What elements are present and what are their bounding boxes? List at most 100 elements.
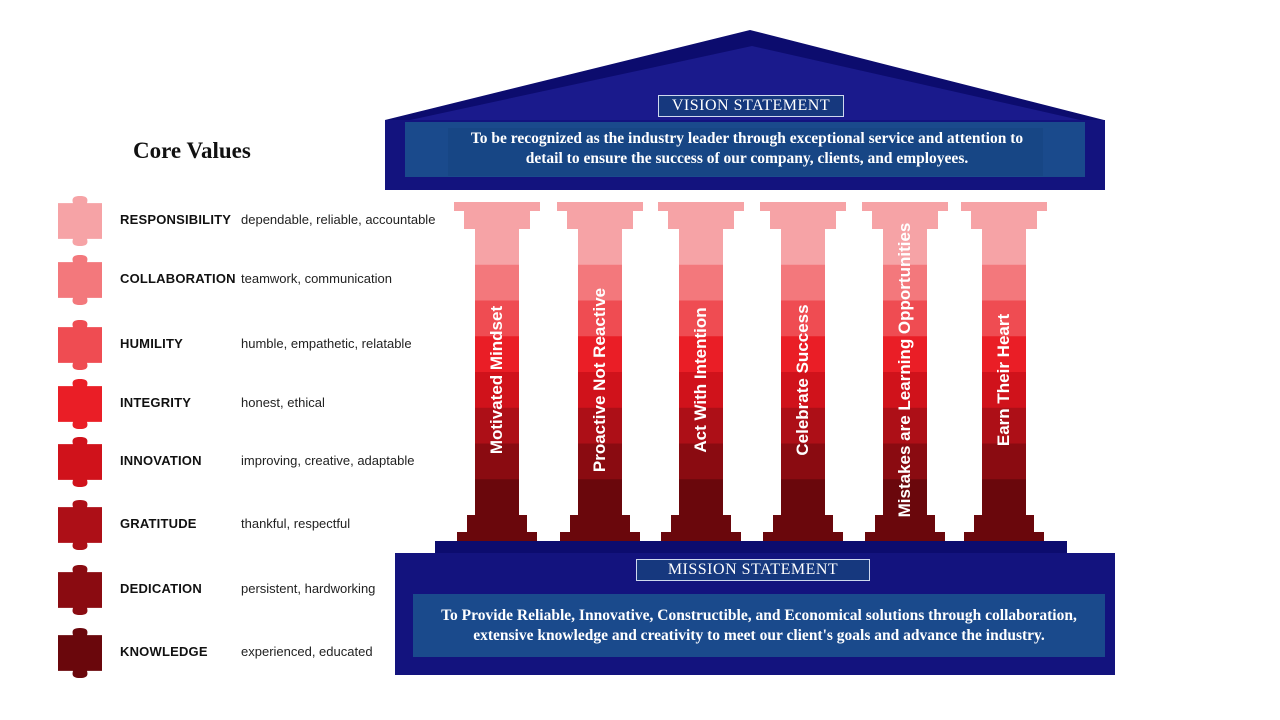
pillar-shaft-band: [982, 300, 1026, 337]
pillar-capital-neck: [464, 211, 530, 229]
pillar-shaft-band: [781, 229, 825, 266]
core-value-description: honest, ethical: [241, 395, 325, 410]
mission-panel: [413, 594, 1105, 657]
pillar-plinth: [865, 532, 945, 541]
pillar-base: [570, 515, 630, 532]
pillar-shaft-band: [883, 336, 927, 373]
core-value-name: INTEGRITY: [120, 395, 192, 410]
pillar-capital-neck: [567, 211, 633, 229]
pillar-shaft-band: [781, 479, 825, 516]
pillar-shaft-band: [578, 336, 622, 373]
pillar-shaft-band: [679, 479, 723, 516]
core-value-name: DEDICATION: [120, 581, 202, 596]
puzzle-piece-icon: [58, 500, 102, 550]
pillar-base: [773, 515, 833, 532]
pillar-shaft-band: [781, 264, 825, 301]
core-value-name: INNOVATION: [120, 453, 202, 468]
pillar-shaft-band: [883, 372, 927, 409]
core-value-name: COLLABORATION: [120, 271, 236, 286]
pillar-shaft-band: [883, 229, 927, 266]
pillar-label: Motivated Mindset: [487, 305, 506, 455]
pillar-shaft-band: [578, 479, 622, 516]
puzzle-piece-icon: [58, 565, 102, 615]
pillar-shaft-band: [475, 264, 519, 301]
pillar-shaft-band: [578, 300, 622, 337]
pillar-shaft-band: [982, 229, 1026, 266]
pillars: [454, 202, 1047, 541]
pillar-shaft-band: [475, 407, 519, 444]
pillar-capital-neck: [971, 211, 1037, 229]
pillar-shaft-band: [781, 336, 825, 373]
pillar-shaft-band: [982, 336, 1026, 373]
pillar-shaft-band: [475, 443, 519, 480]
pillar-shaft-band: [982, 479, 1026, 516]
pillar-capital: [961, 202, 1047, 211]
pillar-capital-neck: [872, 211, 938, 229]
pillar-plinth: [763, 532, 843, 541]
pillar-shaft-band: [781, 300, 825, 337]
core-value-name: KNOWLEDGE: [120, 644, 208, 659]
core-value-row: KNOWLEDGE experienced, educated: [58, 628, 458, 680]
vision-text-panel: [448, 128, 1043, 176]
pillar-plinth: [964, 532, 1044, 541]
pillar-capital-neck: [668, 211, 734, 229]
puzzle-piece-icon: [58, 196, 102, 246]
core-value-description: dependable, reliable, accountable: [241, 212, 436, 227]
pillar-shaft-band: [781, 407, 825, 444]
pillar-label: Earn Their Heart: [994, 313, 1013, 447]
pillar-label: Mistakes are Learning Opportunities: [895, 222, 914, 518]
vision-statement-text: To be recognized as the industry leader …: [470, 130, 1024, 167]
pillar-shaft-band: [475, 372, 519, 409]
pillar-shaft-band: [679, 407, 723, 444]
mission-statement-label: MISSION STATEMENT: [636, 559, 870, 581]
puzzle-piece-icon: [58, 379, 102, 429]
core-value-description: thankful, respectful: [241, 516, 351, 531]
pillar-shaft-band: [679, 229, 723, 266]
core-value-name: RESPONSIBILITY: [120, 212, 232, 227]
pillar-shaft-band: [475, 229, 519, 266]
pillar-shaft-band: [781, 443, 825, 480]
pillar-label: Act With Intention: [691, 307, 710, 453]
core-value-row: COLLABORATION teamwork, communication: [58, 255, 458, 307]
pillar-plinth: [560, 532, 640, 541]
core-value-row: INNOVATION improving, creative, adaptable: [58, 437, 458, 489]
core-value-description: humble, empathetic, relatable: [241, 336, 412, 351]
pillar-shaft-band: [679, 443, 723, 480]
core-value-row: HUMILITY humble, empathetic, relatable: [58, 320, 458, 372]
core-value-description: improving, creative, adaptable: [241, 453, 415, 468]
pillar-shaft-band: [982, 264, 1026, 301]
core-value-name: HUMILITY: [120, 336, 183, 351]
pillar-shaft-band: [982, 407, 1026, 444]
pillar-shaft-band: [679, 336, 723, 373]
core-value-description: teamwork, communication: [241, 271, 392, 286]
core-value-description: experienced, educated: [241, 644, 373, 659]
pillar-shaft-band: [883, 443, 927, 480]
pillar-base: [671, 515, 731, 532]
pillar-shaft-band: [679, 300, 723, 337]
pillar-shaft-band: [578, 264, 622, 301]
core-values-title: Core Values: [133, 138, 251, 163]
pillar-shaft-band: [883, 407, 927, 444]
puzzle-piece-icon: [58, 255, 102, 305]
pillar-shaft-band: [883, 479, 927, 516]
pillar-shaft-band: [679, 264, 723, 301]
vision-statement-label: VISION STATEMENT: [658, 95, 844, 117]
mission-statement-text: To Provide Reliable, Innovative, Constru…: [441, 607, 1077, 644]
pillar-plinth: [457, 532, 537, 541]
pillar-shaft-band: [578, 229, 622, 266]
pillar-shaft-band: [578, 443, 622, 480]
pillar-plinth: [661, 532, 741, 541]
pillar-label: Proactive Not Reactive: [590, 287, 609, 473]
puzzle-piece-icon: [58, 320, 102, 370]
pillar-shaft-band: [982, 372, 1026, 409]
pillar-capital: [557, 202, 643, 211]
pillar-capital-neck: [770, 211, 836, 229]
pillar-capital: [658, 202, 744, 211]
pillar-base: [467, 515, 527, 532]
pillar-shaft-band: [679, 372, 723, 409]
core-value-row: INTEGRITY honest, ethical: [58, 379, 458, 431]
base-step: [435, 541, 1067, 553]
